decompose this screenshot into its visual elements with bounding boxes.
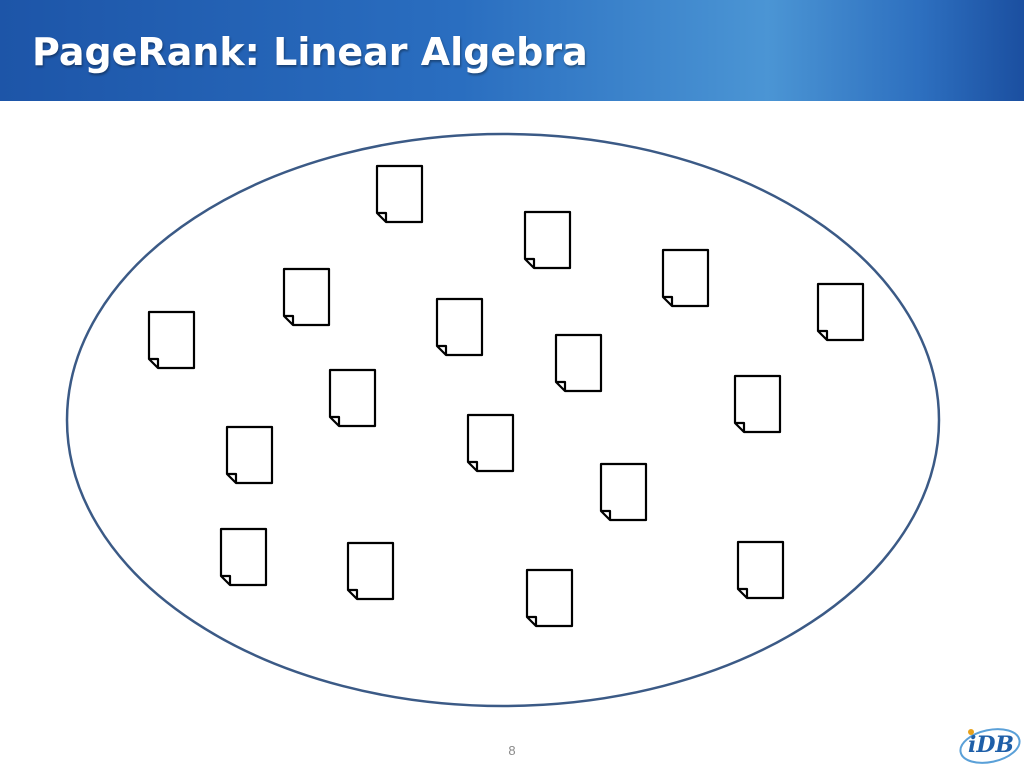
document-icon [375, 164, 424, 224]
document-icon [466, 413, 515, 473]
document-icon [661, 248, 710, 308]
svg-text:iDB: iDB [968, 732, 1014, 758]
slide-title: PageRank: Linear Algebra [32, 30, 588, 74]
document-icon [816, 282, 865, 342]
documents-group [147, 164, 865, 628]
document-icon [523, 210, 572, 270]
document-icon [554, 333, 603, 393]
document-icon [282, 267, 331, 327]
document-icon [435, 297, 484, 357]
web-boundary-ellipse [65, 132, 941, 708]
document-icon [599, 462, 648, 522]
idb-logo: iDB [959, 728, 1021, 764]
document-icon [328, 368, 377, 428]
page-number: 8 [508, 743, 516, 758]
document-icon [147, 310, 196, 370]
document-icon [525, 568, 574, 628]
document-icon [219, 527, 268, 587]
document-icon [733, 374, 782, 434]
title-bar: PageRank: Linear Algebra [0, 0, 1024, 101]
document-icon [736, 540, 785, 600]
document-icon [225, 425, 274, 485]
document-icon [346, 541, 395, 601]
